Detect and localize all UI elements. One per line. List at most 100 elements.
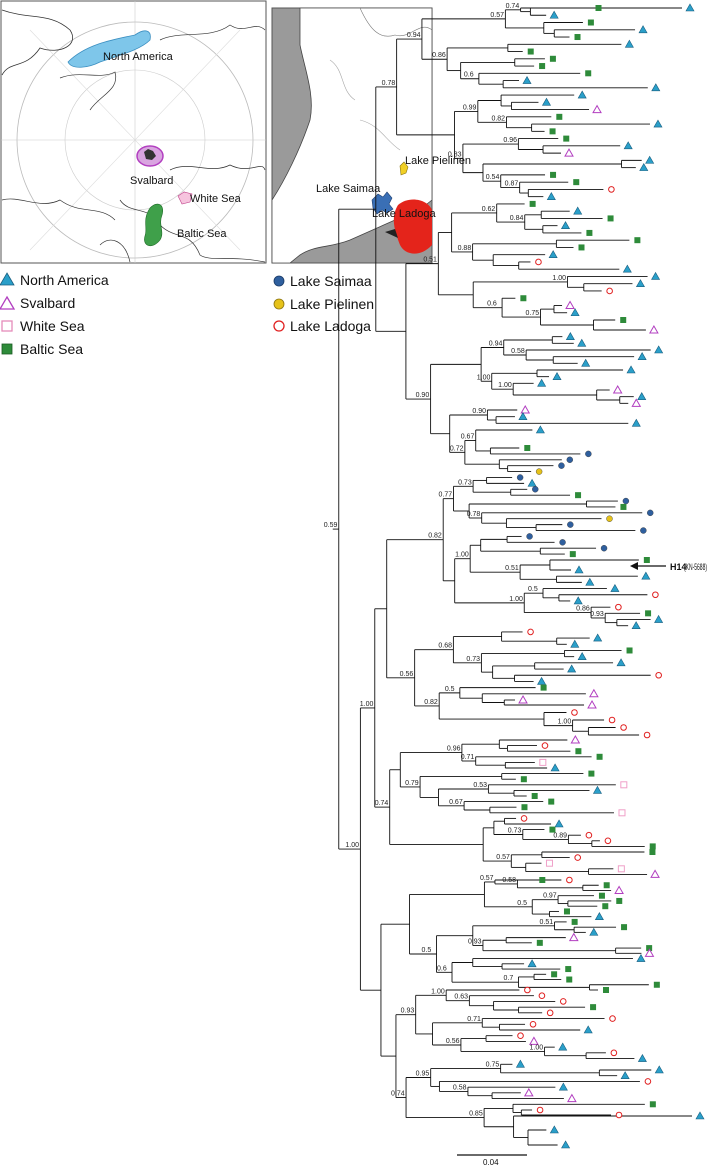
baltic-sea-tip-icon	[620, 503, 627, 510]
white-sea-tip-icon	[618, 809, 626, 817]
support-value-label: 0.78	[467, 511, 481, 518]
tree-branches	[332, 7, 692, 1146]
baltic-sea-tip-icon	[527, 48, 534, 55]
baltic-sea-tip-icon	[621, 924, 628, 931]
lake-ladoga-tip-icon	[529, 1020, 537, 1028]
lake-ladoga-tip-icon	[527, 628, 534, 636]
support-value-label: 0.56	[400, 671, 414, 678]
lake-ladoga-tip-icon	[606, 287, 613, 295]
svalbard-tip-icon	[612, 384, 623, 394]
north-america-tip-icon	[548, 250, 558, 258]
baltic-sea-tip-icon	[550, 171, 557, 178]
north-america-tip-icon	[554, 819, 564, 828]
support-value-label: 1.00	[360, 701, 374, 708]
svalbard-tip-icon	[649, 324, 659, 334]
lake-ladoga-tip-icon	[604, 837, 612, 845]
baltic-sea-tip-icon	[563, 135, 570, 142]
support-value-label: 1.00	[345, 842, 359, 849]
baltic-sea-tip-icon	[595, 5, 602, 11]
baltic-sea-tip-icon	[520, 776, 527, 783]
lake-ladoga-tip-icon	[559, 998, 567, 1005]
north-america-tip-icon	[541, 97, 551, 106]
svalbard-tip-icon	[564, 148, 574, 157]
support-value-label: 0.96	[447, 746, 461, 753]
north-america-tip-icon	[631, 621, 641, 630]
north-america-tip-icon	[549, 10, 559, 19]
legend-marine: North America Svalbard White Sea Baltic …	[0, 272, 109, 357]
north-america-region	[67, 30, 151, 68]
map-label-white-sea: White Sea	[190, 193, 242, 205]
legend-item-lake-ladoga: Lake Ladoga	[273, 318, 371, 334]
legend-label: Lake Saimaa	[290, 273, 372, 289]
north-america-tip-icon	[558, 1042, 568, 1051]
support-value-label: 0.94	[407, 32, 421, 39]
north-america-tip-icon	[581, 358, 591, 367]
finland-map: Lake Pielinen Lake Saimaa Lake Ladoga	[271, 7, 471, 264]
legend-lakes: Lake Saimaa Lake Pielinen Lake Ladoga	[273, 273, 374, 334]
support-value-label: 0.77	[439, 492, 453, 499]
north-america-tip-icon	[560, 221, 571, 229]
north-america-tip-icon	[535, 425, 545, 434]
filled-circle-icon	[273, 275, 285, 287]
north-america-tip-icon	[585, 577, 595, 586]
map-label-saimaa: Lake Saimaa	[316, 183, 381, 195]
north-america-tip-icon	[636, 953, 646, 962]
h14-sublabel: (KN-5688)	[684, 562, 707, 572]
support-value-label: 0.90	[472, 408, 486, 415]
lake-pielinen-region	[399, 161, 409, 176]
north-america-tip-icon	[518, 412, 528, 420]
north-america-tip-icon	[616, 658, 626, 667]
legend-label: White Sea	[20, 318, 85, 334]
map-label-ladoga: Lake Ladoga	[372, 208, 436, 220]
support-value-label: 0.51	[423, 257, 437, 264]
legend-label: Lake Ladoga	[290, 318, 371, 334]
north-america-tip-icon	[685, 3, 695, 12]
legend-item-svalbard: Svalbard	[0, 295, 75, 311]
support-value-label: 0.57	[490, 12, 504, 19]
support-value-label: 0.84	[510, 215, 524, 222]
north-america-tip-icon	[570, 308, 580, 317]
lake-ladoga-tip-icon	[652, 591, 659, 599]
north-america-tip-icon	[561, 1140, 571, 1149]
lake-ladoga-tip-icon	[610, 1049, 618, 1057]
arrow-head-icon	[630, 562, 638, 570]
legend-label: North America	[20, 272, 109, 288]
open-triangle-icon	[0, 295, 16, 310]
lake-saimaa-tip-icon	[600, 545, 608, 552]
legend-item-lake-pielinen: Lake Pielinen	[273, 296, 374, 312]
support-value-label: 0.57	[480, 875, 494, 882]
support-value-label: 1.00	[477, 374, 491, 381]
lake-ladoga-tip-icon	[541, 742, 549, 749]
support-value-label: 0.96	[503, 137, 517, 144]
svalbard-tip-icon	[614, 885, 624, 894]
support-value-label: 1.00	[552, 275, 566, 282]
support-value-label: 0.63	[454, 994, 468, 1001]
lake-ladoga-tip-icon	[574, 854, 581, 861]
north-america-tip-icon	[527, 478, 537, 487]
lake-ladoga-tip-icon	[609, 1015, 616, 1022]
lake-saimaa-tip-icon	[516, 474, 524, 481]
legend-item-lake-saimaa: Lake Saimaa	[273, 273, 372, 289]
scale-bar: 0.04	[457, 1154, 527, 1167]
support-value-label: 0.86	[576, 606, 590, 613]
legend-item-baltic-sea: Baltic Sea	[1, 341, 83, 357]
north-america-tip-icon	[651, 271, 661, 280]
baltic-sea-tip-icon	[602, 903, 609, 910]
support-value-label: 0.58	[453, 1084, 467, 1091]
lake-ladoga-tip-icon	[524, 986, 531, 994]
baltic-sea-tip-icon	[607, 215, 614, 222]
baltic-sea-tip-icon	[585, 70, 592, 77]
svalbard-tip-icon	[565, 300, 575, 309]
baltic-sea-tip-icon	[646, 945, 653, 952]
baltic-sea-tip-icon	[653, 981, 660, 988]
svalbard-tip-icon	[567, 1093, 577, 1103]
support-value-label: 0.73	[508, 828, 522, 835]
support-value-label: 0.72	[450, 445, 464, 452]
lake-ladoga-tip-icon	[585, 831, 593, 839]
north-america-tip-icon	[537, 378, 547, 387]
h14-label: H14	[670, 562, 687, 572]
baltic-sea-tip-icon	[616, 897, 623, 904]
baltic-sea-tip-icon	[539, 63, 546, 70]
map-label-baltic-sea: Baltic Sea	[177, 228, 227, 240]
filled-square-icon	[1, 343, 13, 355]
